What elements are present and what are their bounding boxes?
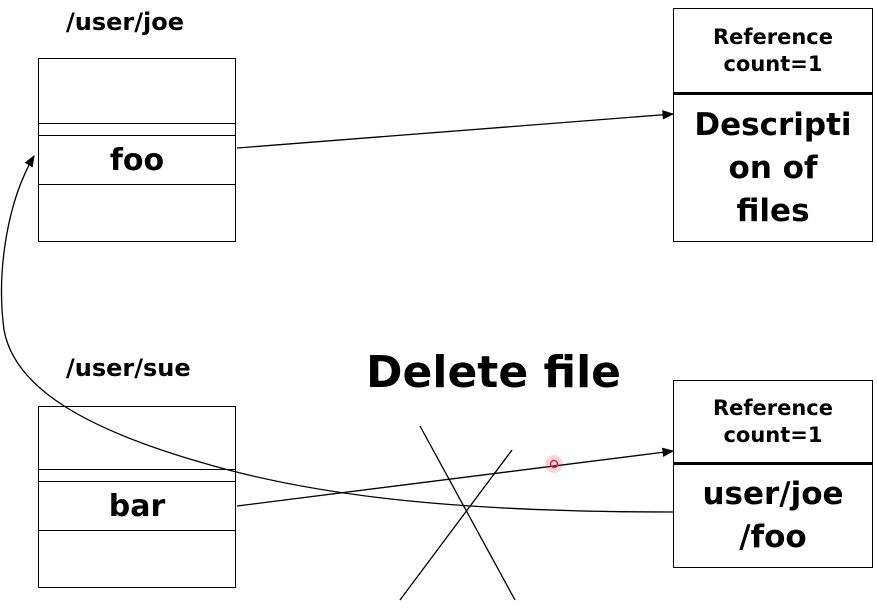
entry-separator bbox=[39, 123, 235, 131]
inode-header-bottom: Reference count=1 bbox=[674, 381, 872, 465]
dir-label-joe: /user/joe bbox=[66, 8, 185, 36]
ref-count: count=1 bbox=[723, 51, 823, 76]
inode-body-line: files bbox=[736, 192, 810, 229]
delete-cross-stroke bbox=[399, 449, 513, 601]
directory-box-sue: bar bbox=[38, 406, 236, 588]
diagram-title: Delete file bbox=[366, 347, 622, 398]
inode-body-bottom: user/joe /foo bbox=[674, 465, 872, 567]
dir-label-sue: /user/sue bbox=[66, 354, 191, 382]
arrow-foo-to-inode bbox=[236, 110, 675, 149]
delete-cross-stroke bbox=[419, 425, 516, 601]
inode-box-bottom: Reference count=1 user/joe /foo bbox=[673, 380, 873, 568]
arrow-bar-to-inode bbox=[236, 447, 675, 507]
dir-entry-foo[interactable]: foo bbox=[39, 135, 235, 185]
ref-label: Reference bbox=[712, 24, 834, 49]
inode-body-line: Descripti bbox=[694, 106, 852, 143]
ref-label: Reference bbox=[712, 395, 834, 420]
entry-separator bbox=[39, 469, 235, 477]
inode-body-line: /foo bbox=[739, 519, 807, 555]
ref-count: count=1 bbox=[723, 422, 823, 447]
inode-body-top: Descripti on of files bbox=[674, 95, 872, 241]
inode-header-top: Reference count=1 bbox=[674, 9, 872, 95]
inode-box-top: Reference count=1 Descripti on of files bbox=[673, 8, 873, 242]
inode-body-line: on of bbox=[728, 149, 818, 186]
cursor-indicator bbox=[545, 455, 563, 473]
cursor-indicator bbox=[549, 459, 559, 469]
inode-body-line: user/joe bbox=[702, 476, 844, 512]
dir-entry-bar[interactable]: bar bbox=[39, 481, 235, 531]
directory-box-joe: foo bbox=[38, 58, 236, 242]
